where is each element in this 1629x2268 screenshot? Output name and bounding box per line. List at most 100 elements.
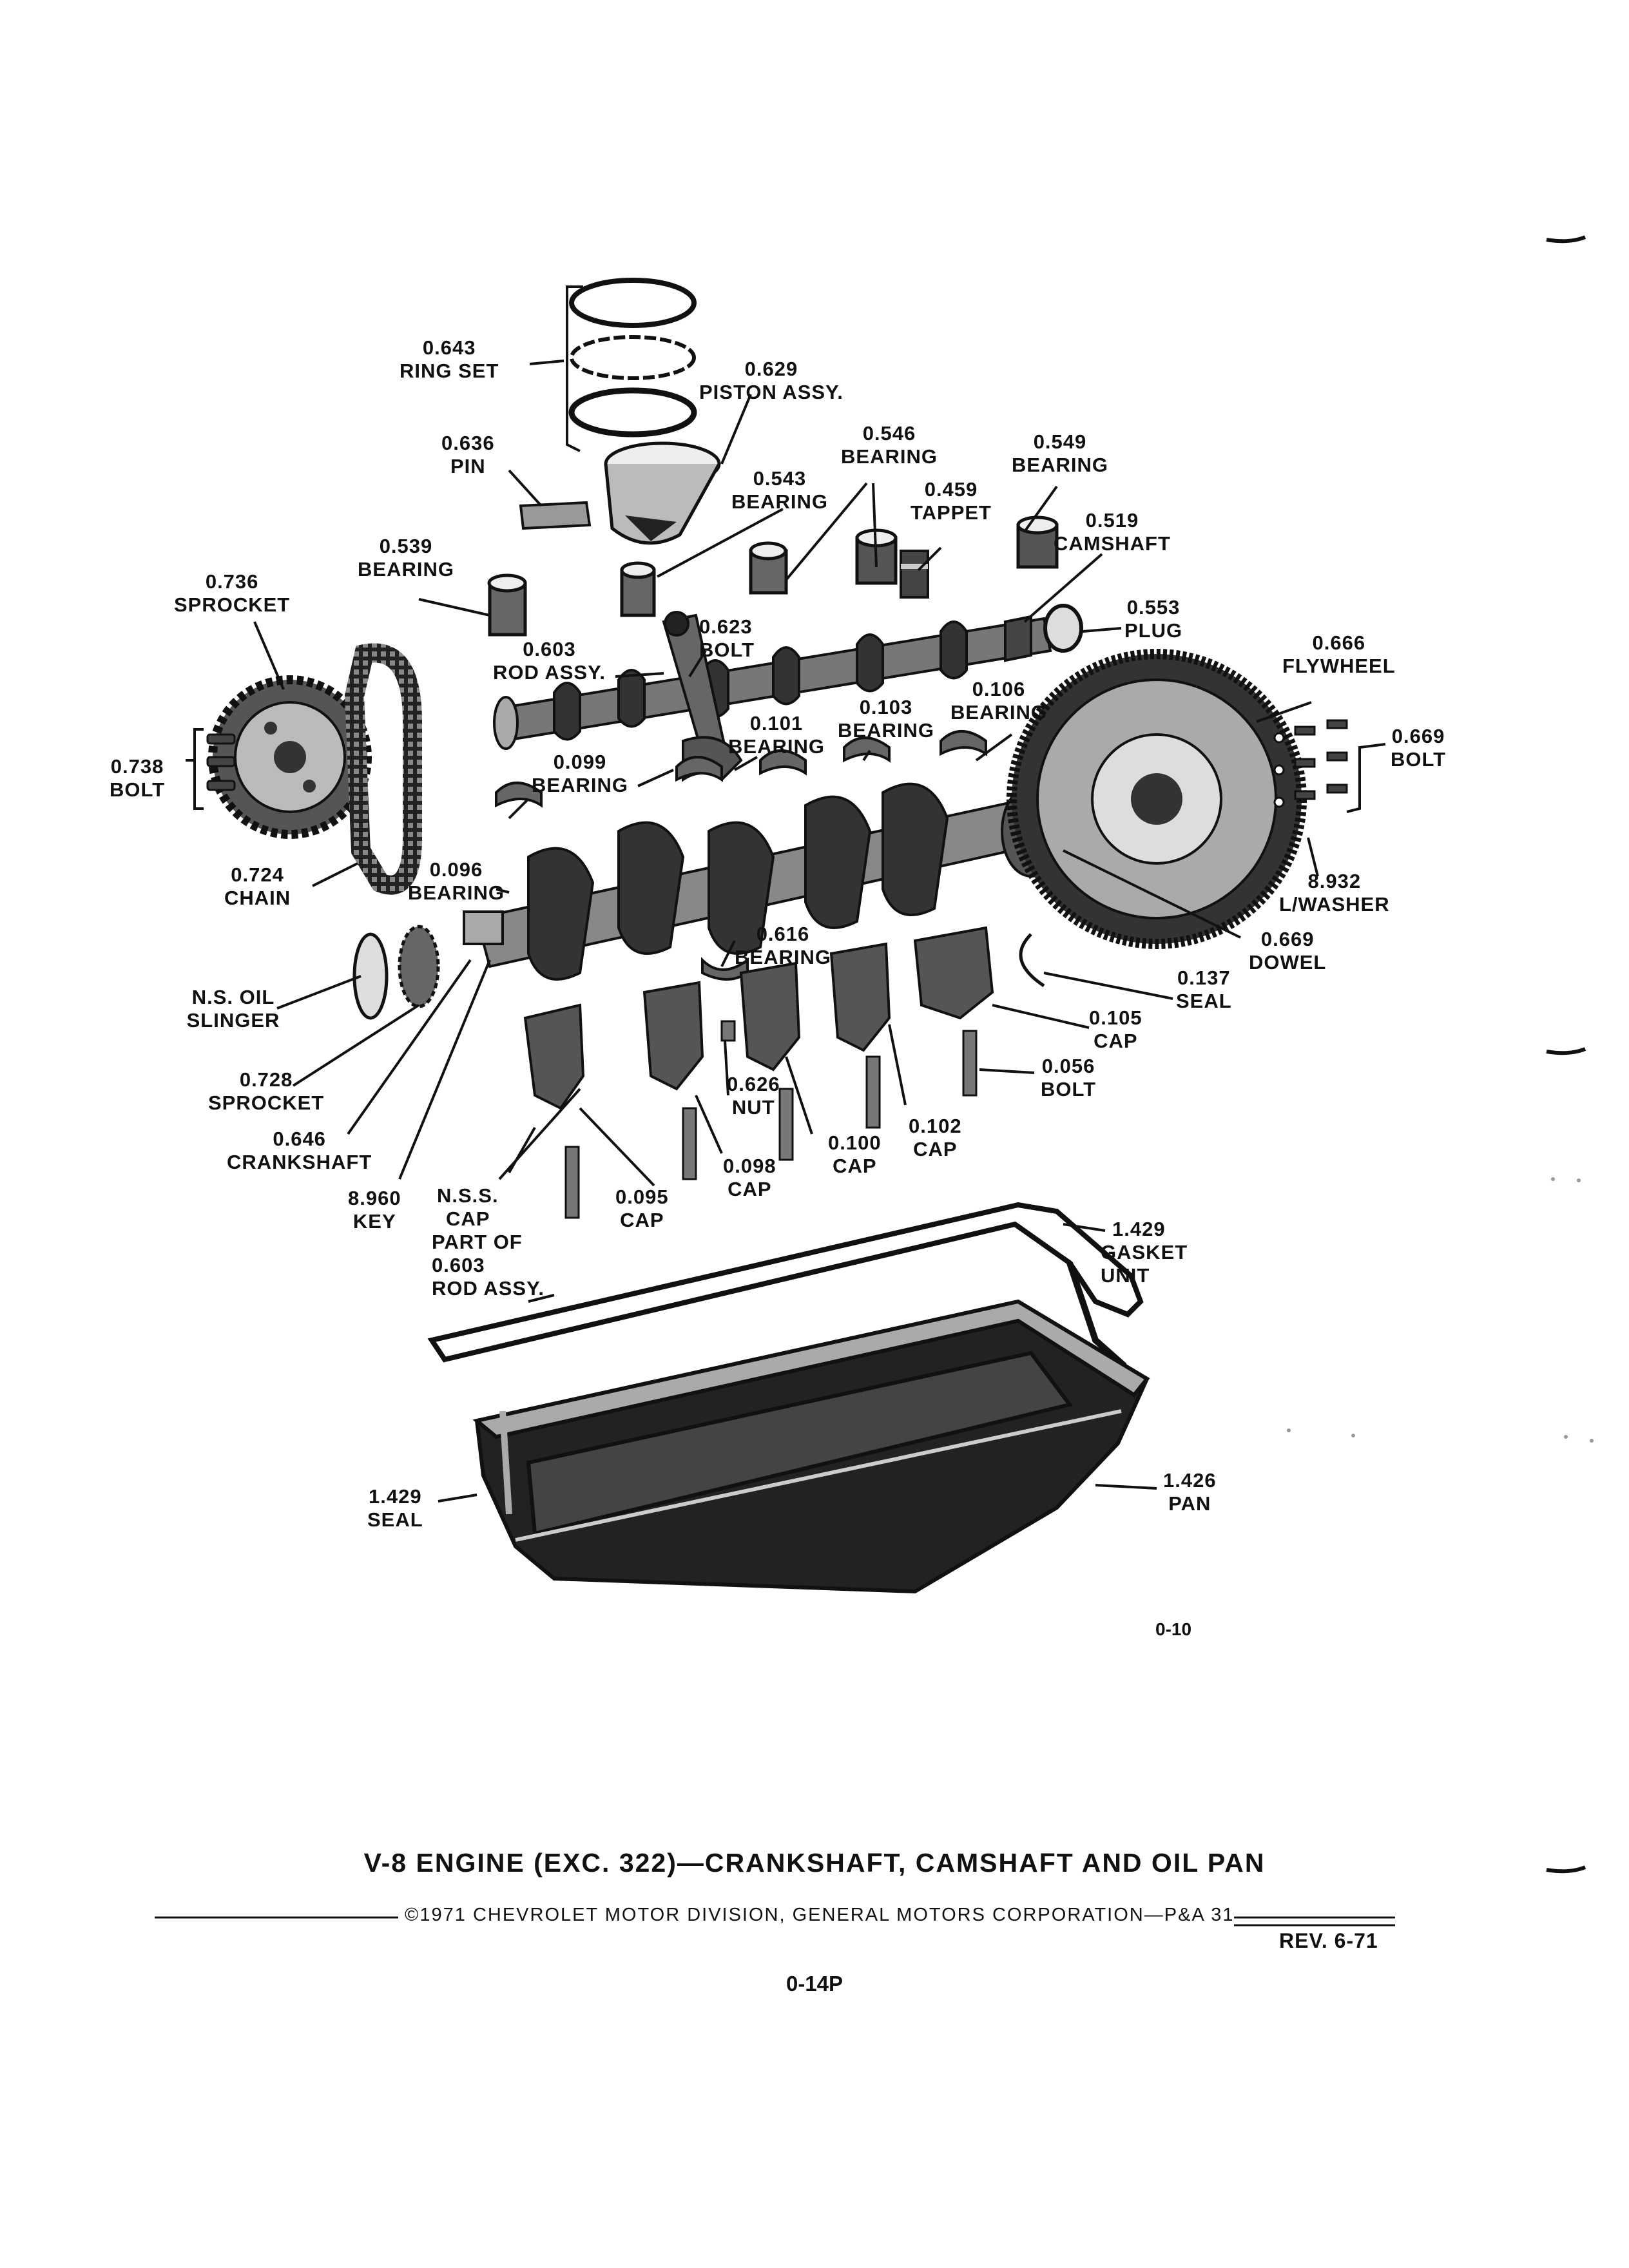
label-bearing-549: 0.549 BEARING <box>1012 430 1108 477</box>
part-number: 0.543 <box>753 467 807 490</box>
label-ring-set: 0.643 RING SET <box>400 336 499 383</box>
figure-id: 0-10 <box>1155 1619 1192 1639</box>
part-name: CRANKSHAFT <box>227 1151 372 1173</box>
part-name: FLYWHEEL <box>1282 655 1396 677</box>
part-name: CAP <box>1094 1030 1138 1052</box>
part-number: 0.056 <box>1041 1055 1095 1077</box>
label-crankshaft: 0.646 CRANKSHAFT <box>227 1128 372 1174</box>
main-caps-drawing <box>523 926 994 1110</box>
oil-pan-drawing <box>472 1299 1150 1594</box>
part-number: 0.098 <box>723 1155 776 1177</box>
part-name: SPROCKET <box>174 593 291 616</box>
part-number: 0.137 <box>1177 966 1231 989</box>
part-name: CAP <box>728 1178 772 1200</box>
part-name: SEAL <box>1176 990 1232 1012</box>
part-name: CAP <box>620 1209 664 1231</box>
part-name: BEARING <box>735 946 831 968</box>
label-cap-102: 0.102 CAP <box>909 1115 962 1161</box>
part-number: 0.728 <box>239 1068 293 1091</box>
part-name: BEARING <box>950 701 1047 724</box>
part-number: 0.099 <box>553 751 607 773</box>
label-bolt-623: 0.623 BOLT <box>699 615 755 662</box>
part-name: PISTON ASSY. <box>699 381 843 403</box>
part-name: BEARING <box>358 558 454 581</box>
flywheel-bolts-drawing <box>1273 719 1348 808</box>
part-name: UNIT <box>1101 1264 1150 1287</box>
part-number: 0.103 <box>859 696 913 718</box>
part-number: 0.603 <box>523 638 576 660</box>
crankshaft-drawing <box>463 782 1072 981</box>
part-name: SPROCKET <box>208 1091 325 1114</box>
crank-sprocket-drawing <box>352 925 440 1020</box>
part-number: 0.459 <box>924 478 978 501</box>
pin-drawing <box>519 501 592 530</box>
part-number: 0.519 <box>1085 509 1139 532</box>
part-number: 0.539 <box>379 535 433 557</box>
label-bearing-106: 0.106 BEARING <box>950 678 1047 724</box>
piston-drawing <box>604 441 721 545</box>
label-pin: 0.636 PIN <box>441 432 495 478</box>
cam-sprocket-drawing <box>208 675 372 839</box>
part-name: BEARING <box>841 445 938 468</box>
label-crank-sprocket: 0.728 SPROCKET <box>208 1068 324 1115</box>
part-number: 0.616 <box>756 923 810 945</box>
label-nut: 0.626 NUT <box>727 1073 780 1119</box>
part-number: 0.629 <box>744 358 798 380</box>
part-name: PAN <box>1168 1492 1211 1515</box>
label-cap-100: 0.100 CAP <box>828 1131 882 1178</box>
part-number: 1.429 <box>369 1485 422 1508</box>
label-piston-assy: 0.629 PISTON ASSY. <box>699 358 843 404</box>
part-number: 0.643 <box>422 336 476 359</box>
nss-cap-line: PART OF <box>432 1231 523 1253</box>
tappet-drawing <box>900 550 929 599</box>
margin-marks <box>1546 235 1586 1874</box>
part-name: CHAIN <box>224 887 291 909</box>
part-number: 0.105 <box>1089 1006 1142 1029</box>
part-name: BOLT <box>1391 748 1447 771</box>
rear-seal-drawing <box>1019 933 1045 988</box>
part-name: BEARING <box>838 719 934 742</box>
part-number: 0.102 <box>909 1115 962 1137</box>
part-number: 1.426 <box>1163 1469 1217 1492</box>
label-oil-slinger: N.S. OIL SLINGER <box>182 986 285 1032</box>
part-name: BEARING <box>1012 454 1108 476</box>
part-name: PLUG <box>1124 619 1183 642</box>
part-name: CAMSHAFT <box>1054 532 1171 555</box>
part-name: TAPPET <box>911 501 992 524</box>
part-name: L/WASHER <box>1279 893 1390 916</box>
part-number: 0.106 <box>972 678 1026 700</box>
label-cap-105: 0.105 CAP <box>1089 1006 1142 1053</box>
label-dowel: 0.669 DOWEL <box>1249 928 1326 974</box>
label-bearing-101: 0.101 BEARING <box>728 712 825 758</box>
label-lock-washer: 8.932 L/WASHER <box>1279 870 1390 916</box>
part-name: GASKET <box>1101 1241 1188 1264</box>
part-number: 0.738 <box>110 755 164 778</box>
label-bearing-616: 0.616 BEARING <box>735 923 831 969</box>
part-name: BEARING <box>532 774 628 796</box>
part-number: 0.096 <box>429 858 483 881</box>
label-nss-cap: N.S.S. CAP PART OF 0.603 ROD ASSY. <box>432 1184 545 1300</box>
label-tappet: 0.459 TAPPET <box>911 478 992 524</box>
label-flywheel-bolt: 0.669 BOLT <box>1391 725 1446 771</box>
page-number: 0-14P <box>786 1972 843 1995</box>
part-number: 0.666 <box>1312 631 1366 654</box>
part-number: 0.626 <box>727 1073 780 1095</box>
page-title: V-8 ENGINE (EXC. 322)—CRANKSHAFT, CAMSHA… <box>363 1848 1266 1878</box>
part-number: 0.095 <box>615 1186 669 1208</box>
part-name: CAP <box>913 1138 958 1160</box>
part-number: 0.623 <box>699 615 753 638</box>
part-number: 1.429 <box>1112 1218 1166 1240</box>
flywheel-drawing <box>1007 649 1307 949</box>
revision-label: REV. 6-71 <box>1279 1929 1378 1952</box>
label-cap-095: 0.095 CAP <box>615 1186 669 1232</box>
label-bearing-539: 0.539 BEARING <box>358 535 454 581</box>
plug-drawing <box>1043 604 1083 653</box>
label-seal-137: 0.137 SEAL <box>1176 966 1232 1013</box>
part-number: 0.724 <box>231 863 284 886</box>
part-name: ROD ASSY. <box>493 661 606 684</box>
label-plug: 0.553 PLUG <box>1124 596 1182 642</box>
label-bearing-546: 0.546 BEARING <box>841 422 938 468</box>
part-name: BOLT <box>110 778 166 801</box>
label-bolt-056: 0.056 BOLT <box>1041 1055 1096 1101</box>
